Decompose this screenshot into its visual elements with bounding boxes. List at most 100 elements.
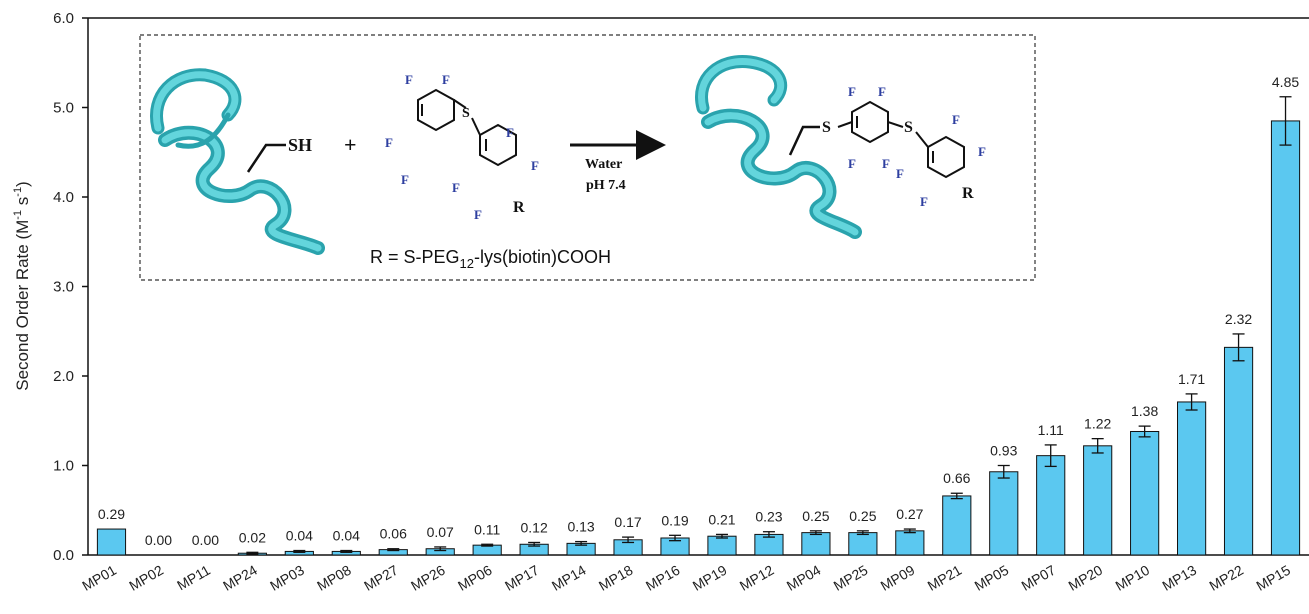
- data-label-mp07: 1.11: [1038, 422, 1064, 438]
- product-f7: F: [896, 166, 904, 181]
- x-tick-label-mp13: MP13: [1159, 562, 1199, 594]
- y-tick-label: 0.0: [53, 547, 74, 564]
- data-label-mp02: 0.00: [145, 532, 172, 548]
- bar-mp15: [1270, 120, 1301, 556]
- x-tick-label-mp17: MP17: [502, 562, 542, 594]
- y-tick-label: 2.0: [53, 368, 74, 385]
- data-label-mp24: 0.02: [239, 529, 266, 545]
- reagent-f6: F: [531, 158, 539, 173]
- x-tick-label-mp16: MP16: [643, 562, 683, 594]
- reagent-f1: F: [405, 72, 413, 87]
- data-label-mp14: 0.13: [567, 519, 594, 535]
- product-f6: F: [978, 144, 986, 159]
- x-tick-label-mp11: MP11: [174, 562, 213, 594]
- reagent-f7: F: [452, 180, 460, 195]
- data-label-mp11: 0.00: [192, 532, 219, 548]
- x-tick-label-mp25: MP25: [831, 562, 871, 594]
- data-label-mp04: 0.25: [802, 508, 829, 524]
- y-tick-label: 6.0: [53, 10, 74, 27]
- bar-mp04: [801, 532, 831, 556]
- data-label-mp05: 0.93: [990, 443, 1017, 459]
- peptide-helix-product: [695, 55, 862, 239]
- x-tick-label-mp15: MP15: [1253, 562, 1293, 594]
- x-tick-label-mp20: MP20: [1065, 562, 1105, 594]
- product-f8: F: [920, 194, 928, 209]
- peptide-helix-reactant: [150, 68, 325, 255]
- x-tick-label-mp24: MP24: [220, 562, 260, 594]
- y-tick-label: 1.0: [53, 458, 74, 475]
- bar-mp19: [707, 535, 737, 556]
- condition-solvent: Water: [585, 157, 622, 172]
- x-tick-label-mp22: MP22: [1206, 562, 1246, 594]
- bar-mp07: [1036, 455, 1066, 556]
- reagent-structure: [417, 88, 517, 167]
- bar-mp10: [1130, 430, 1160, 556]
- x-tick-label-mp02: MP02: [126, 562, 166, 594]
- bar-mp25: [848, 532, 878, 556]
- data-label-mp19: 0.21: [708, 511, 735, 527]
- reagent-f4: F: [401, 172, 409, 187]
- bar-mp09: [895, 530, 925, 556]
- x-tick-label-mp06: MP06: [455, 562, 495, 594]
- x-tick-label-mp14: MP14: [549, 562, 589, 594]
- y-tick-label: 4.0: [53, 189, 74, 206]
- x-tick-label-mp10: MP10: [1112, 562, 1152, 594]
- x-tick-label-mp26: MP26: [408, 562, 448, 594]
- reagent-r-group: R: [513, 199, 525, 216]
- plus-sign: +: [344, 132, 357, 157]
- bar-mp21: [942, 495, 972, 556]
- x-tick-label-mp21: MP21: [925, 562, 965, 594]
- data-label-mp27: 0.06: [380, 526, 407, 542]
- data-label-mp22: 2.32: [1225, 311, 1252, 327]
- y-tick-group: 0.0 1.0 2.0 3.0 4.0 5.0 6.0: [53, 10, 88, 564]
- product-structure: [837, 100, 965, 179]
- data-label-mp25: 0.25: [849, 508, 876, 524]
- reagent-f5: F: [506, 125, 514, 140]
- x-tick-label-mp12: MP12: [737, 562, 777, 594]
- y-tick-label: 5.0: [53, 100, 74, 117]
- data-label-mp10: 1.38: [1131, 403, 1158, 419]
- x-tick-label-mp18: MP18: [596, 562, 636, 594]
- product-f2: F: [878, 84, 886, 99]
- bar-mp05: [989, 471, 1019, 556]
- reagent-s-atom: S: [462, 106, 470, 121]
- condition-ph: pH 7.4: [586, 178, 626, 193]
- reagent-f2: F: [442, 72, 450, 87]
- data-label-mp09: 0.27: [896, 506, 923, 522]
- x-tick-label-mp07: MP07: [1019, 562, 1059, 594]
- bar-mp20: [1083, 445, 1113, 556]
- bar-mp22: [1223, 346, 1254, 556]
- product-f4: F: [882, 156, 890, 171]
- x-tick-label-mp08: MP08: [314, 562, 354, 594]
- product-f3: F: [848, 156, 856, 171]
- data-label-mp15: 4.85: [1272, 74, 1299, 90]
- x-tick-label-mp09: MP09: [878, 562, 918, 594]
- data-label-mp16: 0.19: [661, 512, 688, 528]
- data-label-mp13: 1.71: [1178, 371, 1205, 387]
- x-tick-label-mp27: MP27: [361, 562, 401, 594]
- bar-mp01: [96, 528, 127, 556]
- data-label-mp03: 0.04: [286, 528, 313, 544]
- y-axis-title: Second Order Rate (M-1 s-1): [12, 181, 32, 390]
- inset-dashed-border: [139, 34, 1036, 281]
- product-r-group: R: [962, 185, 974, 202]
- data-label-mp12: 0.23: [755, 509, 782, 525]
- bar-mp13: [1177, 401, 1207, 556]
- thiol-label: SH: [288, 135, 312, 155]
- product-f1: F: [848, 84, 856, 99]
- data-label-mp18: 0.17: [614, 514, 641, 530]
- x-tick-label-mp01: MP01: [79, 562, 119, 594]
- y-tick-label: 3.0: [53, 279, 74, 296]
- data-label-mp08: 0.04: [333, 528, 360, 544]
- x-tick-label-mp03: MP03: [267, 562, 307, 594]
- product-linker: [788, 125, 820, 156]
- data-label-mp17: 0.12: [521, 519, 548, 535]
- x-tick-label-mp04: MP04: [784, 562, 824, 594]
- data-label-mp21: 0.66: [943, 470, 970, 486]
- r-group-definition: R = S-PEG12-lys(biotin)COOH: [370, 247, 611, 271]
- data-label-mp26: 0.07: [427, 524, 454, 540]
- product-f5: F: [952, 112, 960, 127]
- x-tick-label-mp19: MP19: [690, 562, 730, 594]
- reagent-f8: F: [474, 207, 482, 222]
